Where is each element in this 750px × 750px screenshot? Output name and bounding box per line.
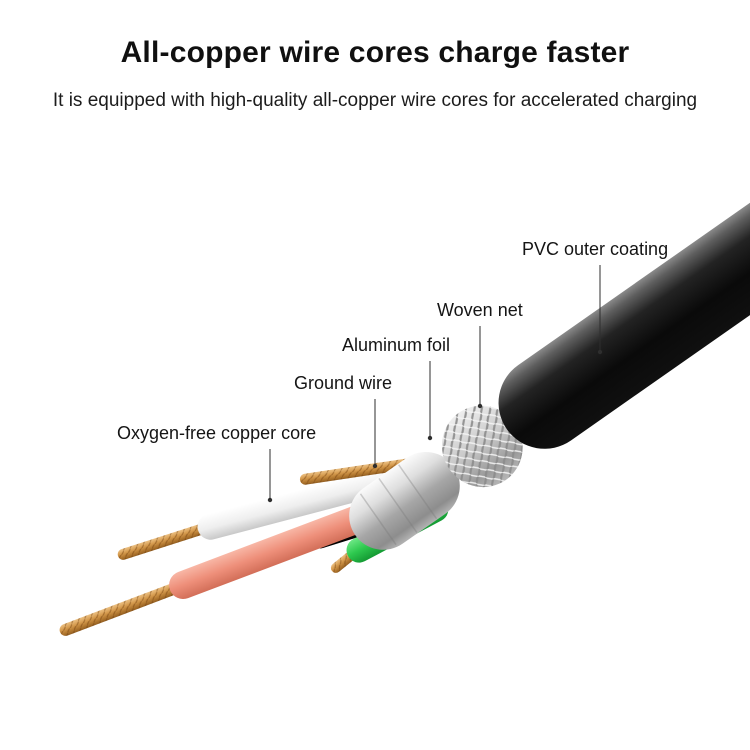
label-woven-net: Woven net bbox=[437, 300, 523, 320]
woven-net-braid-texture bbox=[441, 405, 523, 488]
label-pvc-outer-coating: PVC outer coating bbox=[522, 239, 669, 259]
pvc-leader-dot bbox=[597, 349, 603, 355]
cable-body bbox=[349, 134, 750, 550]
wire-white bbox=[197, 466, 404, 540]
woven-leader-dot bbox=[477, 403, 483, 409]
label-oxygen-free-copper-core: Oxygen-free copper core bbox=[117, 423, 317, 443]
pvc-jacket-layer bbox=[498, 134, 750, 449]
ground-leader-dot bbox=[372, 463, 378, 469]
salmon-wire-copper-core bbox=[59, 582, 181, 636]
page-title: All-copper wire cores charge faster bbox=[120, 36, 630, 69]
label-aluminum-foil: Aluminum foil bbox=[342, 335, 451, 355]
foil-crinkle-lines bbox=[359, 464, 438, 546]
label-ground-wire: Ground wire bbox=[294, 373, 393, 393]
leader-lines bbox=[267, 265, 603, 503]
page-subtitle: It is equipped with high-quality all-cop… bbox=[52, 90, 698, 111]
core-leader-dot bbox=[267, 497, 273, 503]
aluminum-foil-layer bbox=[349, 451, 460, 550]
foil-leader-dot bbox=[427, 435, 433, 441]
white-wire-copper-core bbox=[117, 523, 209, 560]
